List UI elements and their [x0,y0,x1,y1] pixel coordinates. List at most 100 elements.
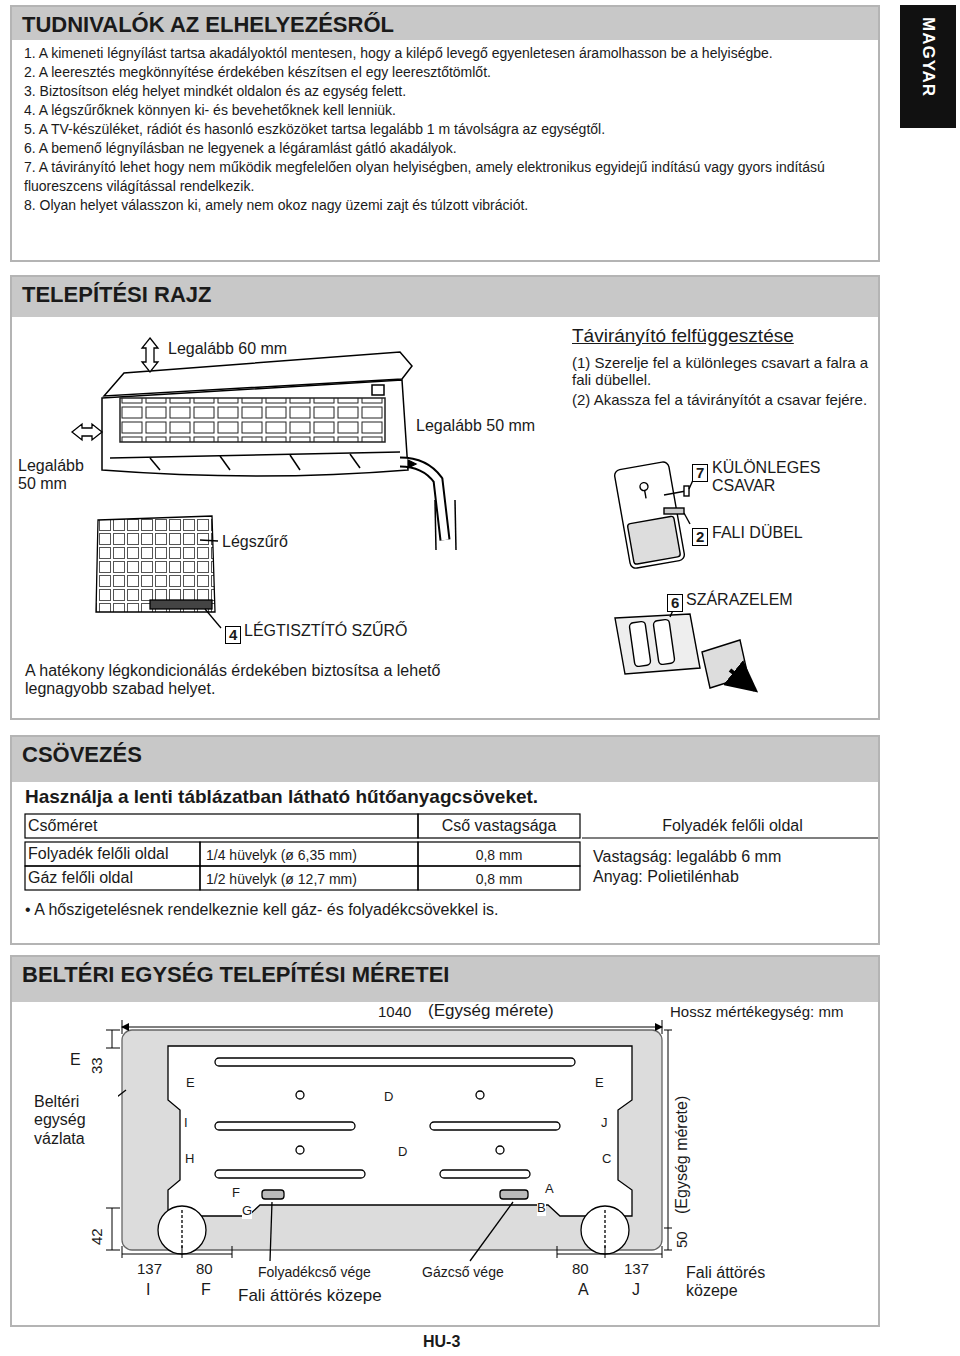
drawing-stroke [232,1246,233,1258]
drawing-stroke [653,619,675,665]
drawing-stroke [215,1058,575,1066]
drawing-stroke [270,1202,272,1261]
drawing-stroke [350,454,360,468]
drawing-stroke [615,614,700,674]
drawing-stroke [220,456,230,470]
drawing-stroke [645,491,646,499]
drawing-stroke [582,837,878,838]
drawing-stroke [435,500,436,550]
label-text: 0,8 mm [420,871,578,887]
installation-panel: TELEPÍTÉSI RAJZ7264 [10,275,880,720]
drawing-stroke [668,1030,669,1250]
drawing-stroke [418,842,580,866]
drawing-stroke [629,621,651,667]
pipe [400,462,456,550]
label-text: FALI DÜBEL [712,524,803,542]
drawing-stroke [557,1246,558,1258]
drawing-stroke [205,609,221,628]
callout-number: 4 [225,626,241,644]
label-text: LÉGTISZTÍTÓ SZŰRŐ [244,622,408,640]
label-text: 80 [196,1260,213,1277]
drawing-stroke [614,461,686,569]
label-text: 80 [572,1260,589,1277]
drawing-stroke [627,516,680,565]
drawing-stroke [25,866,200,890]
drawing-stroke [664,508,684,514]
label-text: Anyag: Polietilénhab [593,868,739,886]
drawing-stroke [182,1246,183,1258]
label-text: 1/2 hüvelyk (ø 12,7 mm) [206,871,357,887]
label-text: G [242,1204,252,1219]
drawing-stroke [168,1046,632,1216]
label-text: F [232,1186,240,1201]
label-text: Beltéri egység vázlata [34,1093,118,1148]
drawing-stroke [102,380,408,476]
drawing-stroke [605,1254,662,1255]
drawing-stroke [418,866,580,890]
note-item: 7. A távirányító lehet hogy nem működik … [24,158,866,196]
label-text: SZÁRAZELEM [686,591,793,609]
drawing-stroke [215,1170,365,1178]
label-text: A [578,1281,589,1299]
piping-panel: CSÖVEZÉS [10,735,880,945]
label-text: I [146,1281,150,1299]
label-text: Légszűrő [222,533,288,551]
section-band: CSÖVEZÉS [12,737,878,782]
label-text: J [632,1281,640,1299]
drawing-stroke [200,866,418,890]
label-text: Gáz felőli oldal [28,869,133,887]
drawing-stroke [684,486,689,496]
label-text: Használja a lenti táblázatban látható hű… [25,786,538,808]
clearance-arrows [72,338,416,468]
label-text: Távirányító felfüggesztése [572,325,794,347]
label-text: Hossz mértékegység: mm [670,1003,843,1020]
note-item: 8. Olyan helyet válasszon ki, amely nem … [24,196,866,215]
drawing-stroke [181,1210,182,1250]
drawing-stroke [662,1020,663,1034]
label-text: E [70,1051,81,1069]
label-text: Legalább 50 mm [18,457,98,494]
drawing-stroke [557,1254,605,1255]
callout-text: 7 [696,464,704,481]
drawing-stroke [296,1146,304,1154]
drawing-stroke [605,1246,606,1258]
air-filter [96,516,221,628]
label-text: E [595,1076,604,1091]
label-text: 1/4 hüvelyk (ø 6,35 mm) [206,847,357,863]
label-text: Fali áttörés közepe [686,1264,806,1301]
drawing-stroke [455,500,456,550]
drawing-stroke [106,1030,120,1031]
drawing-stroke [664,1228,672,1229]
battery-compartment [615,608,755,690]
label-text: A hatékony légkondicionálás érdekében bi… [25,662,495,699]
language-tab: MAGYAR [900,5,956,128]
note-item: 5. A TV-készüléket, rádiót és hasonló es… [24,120,866,139]
screw-and-plug [664,480,693,524]
drawing-stroke [120,398,385,442]
drawing-stroke [200,842,418,866]
drawing-stroke [122,1020,123,1034]
drawing-stroke [470,1202,513,1261]
label-text: H [185,1152,194,1167]
label-text: 137 [137,1260,162,1277]
section-band: BELTÉRI EGYSÉG TELEPÍTÉSI MÉRETEI [12,957,878,1002]
label-text: 0,8 mm [420,847,578,863]
label-text: D [384,1090,393,1105]
drawing-stroke [730,670,755,690]
remote-control [614,461,686,569]
label-text: KÜLÖNLEGES CSAVAR [712,459,832,496]
drawing-stroke [72,424,102,440]
label-text: D [398,1145,407,1160]
callout-text: 4 [229,626,237,643]
dimension-value: 50 [673,1231,690,1248]
drawing-stroke [142,338,158,372]
label-text: 1040 [378,1003,411,1020]
section-band: TELEPÍTÉSI RAJZ [12,277,878,317]
drawing-stroke [664,1250,672,1251]
drawing-stroke [122,1254,182,1255]
drawing-stroke [639,482,648,491]
drawing-stroke [372,385,384,395]
label-text: C [602,1152,611,1167]
label-text: Folyadékcső vége [258,1264,371,1280]
